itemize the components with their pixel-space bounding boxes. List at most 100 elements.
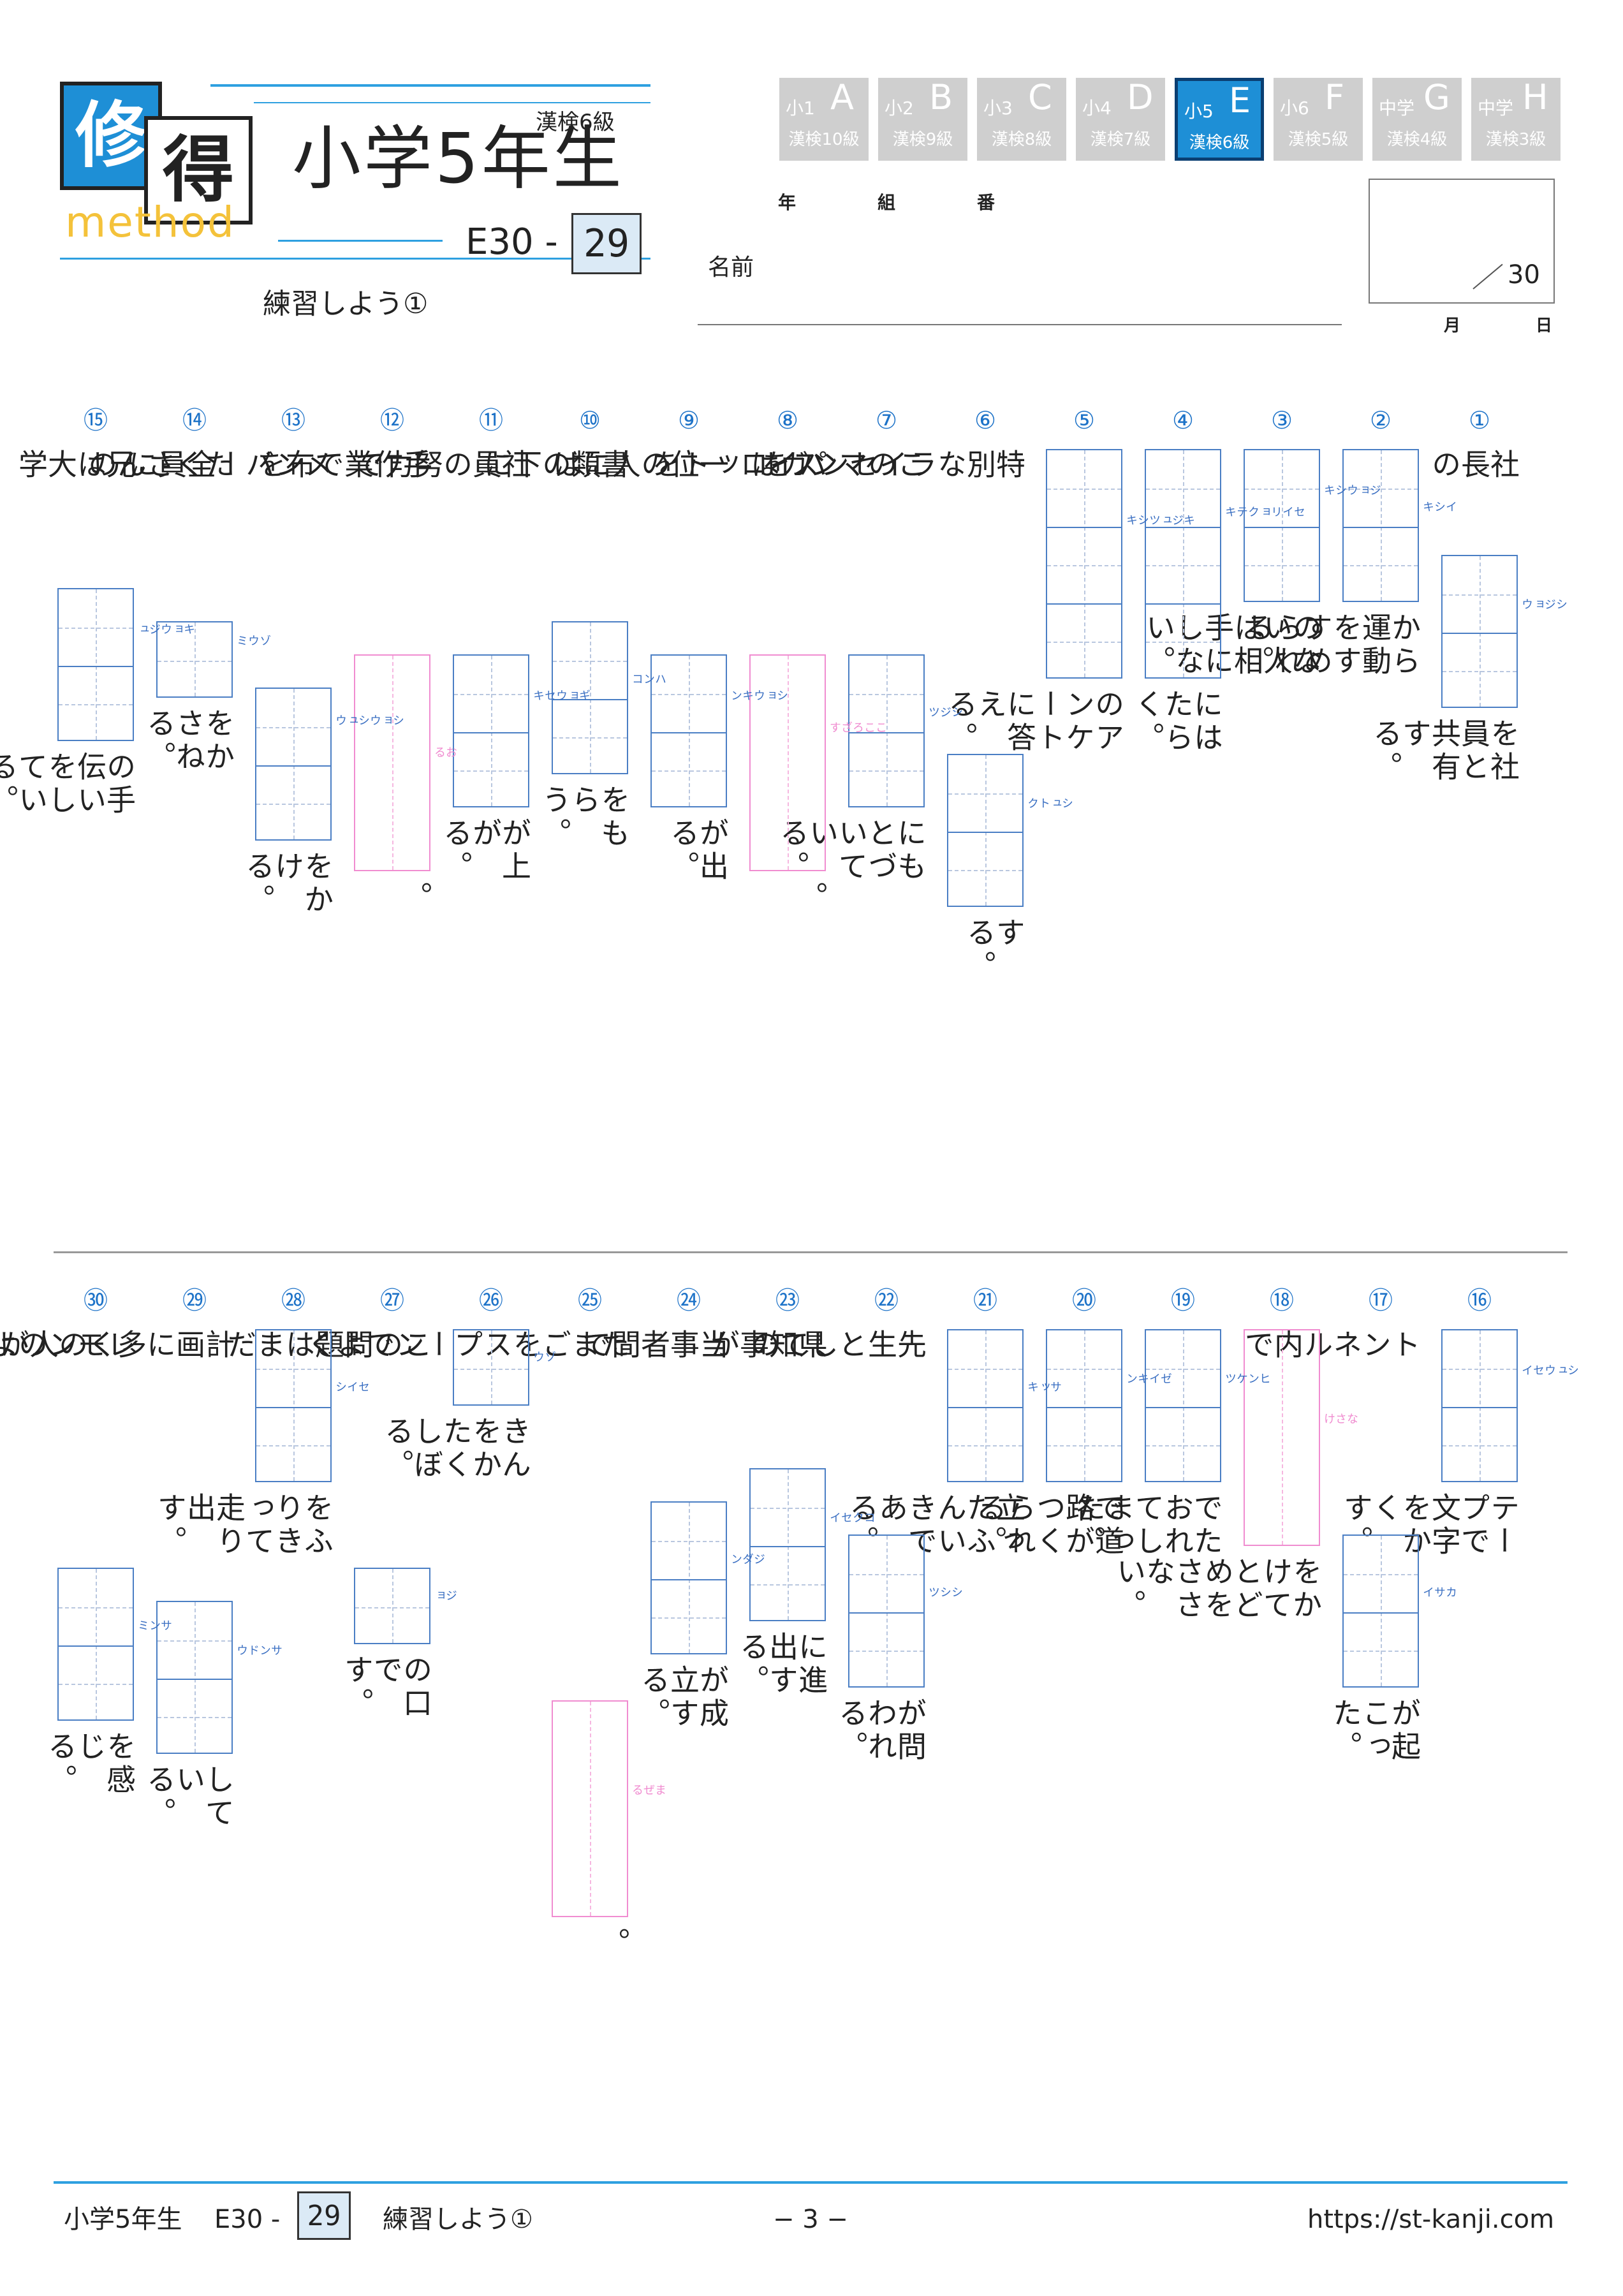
score-box[interactable] <box>1369 179 1555 304</box>
reading-hint: ゾウミ <box>235 635 271 656</box>
name-write-line[interactable] <box>698 324 1342 325</box>
question-text-before: 県知事が <box>706 1329 828 1362</box>
answer-box-kanji[interactable] <box>1342 1534 1419 1688</box>
answer-box-kanji[interactable] <box>749 1468 826 1621</box>
question-text-after: が問われる。 <box>834 1698 927 1764</box>
answer-box-kanji[interactable] <box>453 654 529 807</box>
answer-cell-divider <box>948 832 1022 833</box>
answer-box-kanji[interactable] <box>552 621 628 774</box>
answer-cell-divider <box>652 1579 726 1580</box>
answer-box-guide <box>1443 594 1517 596</box>
reading-hint: ジダン <box>729 1553 765 1600</box>
answer-box-kanji[interactable] <box>255 1329 332 1482</box>
reading-hint: ハンコ <box>630 673 666 719</box>
answer-cell-divider <box>652 732 726 733</box>
answer-box-guide <box>1381 450 1382 601</box>
page-number: 29 <box>583 221 630 266</box>
answer-cell-divider <box>1344 1612 1418 1614</box>
question-text-after: 。 <box>794 881 828 915</box>
answer-box-kanji[interactable] <box>1441 555 1518 708</box>
footer-title: 小学5年生 <box>64 2205 182 2234</box>
answer-box-kanji[interactable] <box>57 588 134 741</box>
answer-box-kanji[interactable] <box>1244 449 1320 602</box>
grade-tab-letter: B <box>929 77 953 117</box>
answer-box-hiragana[interactable] <box>1244 1329 1320 1546</box>
footer-line <box>54 2181 1568 2184</box>
question-text-after: のアンケートに答える。 <box>944 689 1125 755</box>
question-text-after: を社員と共有する。 <box>1369 718 1520 784</box>
answer-box-guide <box>256 804 330 805</box>
question-text-after: が起こった。 <box>1328 1698 1421 1764</box>
footer-url[interactable]: https://st-kanji.com <box>1307 2205 1555 2234</box>
answer-box-guide <box>491 1330 492 1404</box>
answer-box-guide <box>849 770 923 772</box>
answer-box-kanji[interactable] <box>848 1534 925 1688</box>
answer-box-hiragana[interactable] <box>552 1700 628 1917</box>
answer-box-guide <box>849 1574 923 1575</box>
answer-box-kanji[interactable] <box>1342 449 1419 602</box>
question-text-after: をふりきって走り出す。 <box>153 1492 334 1559</box>
page-title: 小学5年生 <box>292 119 624 199</box>
answer-box-kanji[interactable] <box>57 1568 134 1721</box>
answer-box-guide <box>96 1569 97 1719</box>
answer-box-guide <box>491 656 492 806</box>
answer-box-kanji[interactable] <box>354 1568 430 1644</box>
answer-box-guide <box>1245 489 1319 490</box>
answer-box-hiragana[interactable] <box>354 654 430 871</box>
reading-hint: ゾウ <box>531 1351 556 1383</box>
answer-box-guide <box>256 1369 330 1370</box>
question-text-before: パイロットを <box>647 449 828 482</box>
class-label: 組 <box>878 192 896 213</box>
grade-tab-letter: F <box>1325 77 1345 117</box>
grade-tab-kanken: 漢検4級 <box>1386 130 1448 149</box>
answer-box-hiragana[interactable] <box>749 654 826 871</box>
answer-box-kanji[interactable] <box>453 1329 529 1406</box>
answer-box-kanji[interactable] <box>947 1329 1024 1482</box>
answer-box-guide <box>59 1607 133 1608</box>
answer-box-kanji[interactable] <box>1046 449 1122 679</box>
answer-box-kanji[interactable] <box>947 754 1024 907</box>
answer-box-kanji[interactable] <box>1145 449 1221 679</box>
reading-hint: サッキ <box>1025 1381 1062 1427</box>
question-number: ⑯ <box>1467 1286 1492 1314</box>
answer-box-kanji[interactable] <box>255 688 332 841</box>
question-text-after: に進出する。 <box>735 1631 828 1698</box>
answer-cell-divider <box>59 1645 133 1647</box>
answer-box-kanji[interactable] <box>848 654 925 807</box>
question-number: ⑩ <box>578 406 601 434</box>
answer-box-kanji[interactable] <box>1046 1329 1122 1482</box>
answer-cell-divider <box>59 666 133 667</box>
question-number: ⑦ <box>875 406 898 434</box>
question-text-after: している。 <box>142 1764 235 1830</box>
answer-box-kanji[interactable] <box>650 654 727 807</box>
answer-box-guide <box>689 656 690 806</box>
answer-box-guide <box>1443 1445 1517 1446</box>
answer-box-guide <box>948 1369 1022 1370</box>
grade-tab-kanken: 漢検10級 <box>788 130 860 149</box>
answer-box-kanji[interactable] <box>156 1601 233 1754</box>
answer-box-guide <box>392 1569 393 1643</box>
answer-box-kanji[interactable] <box>650 1501 727 1654</box>
grade-tab-letter: G <box>1423 77 1450 117</box>
answer-box-kanji[interactable] <box>156 621 233 698</box>
reading-hint: ギョウセキ <box>531 689 591 718</box>
answer-box-guide <box>1282 450 1283 601</box>
answer-box-kanji[interactable] <box>1441 1329 1518 1482</box>
question-text-before: 社員の努力で <box>351 449 532 482</box>
logo-char-shu: 修 <box>75 94 147 177</box>
question-number: ⑥ <box>974 406 997 434</box>
reading-hint: サンミ <box>136 1619 172 1666</box>
answer-box-guide <box>454 770 528 772</box>
footer-page-number: − 3 − <box>773 2205 848 2234</box>
answer-box-guide <box>751 1508 825 1509</box>
answer-box-kanji[interactable] <box>1145 1329 1221 1482</box>
question-text-before: 手作業で布を <box>252 449 433 482</box>
